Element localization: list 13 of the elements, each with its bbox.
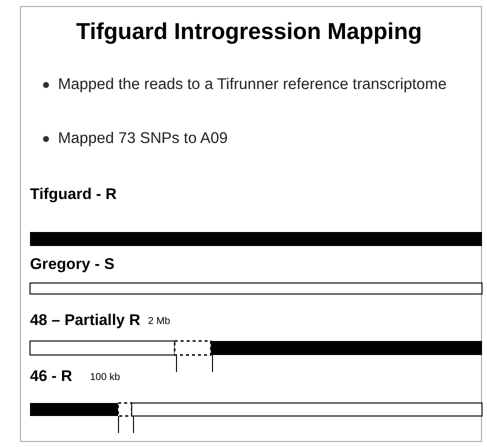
bullet-text: Mapped 73 SNPs to A09 (58, 129, 229, 149)
slide-title: Tifguard Introgression Mapping (75, 18, 423, 45)
chromosome-bar (30, 341, 482, 355)
chromosome-bar (30, 403, 482, 416)
bar-label: 48 – Partially R (30, 312, 140, 330)
bullet-text: Mapped the reads to a Tifrunner reference transcriptome (58, 75, 448, 95)
bar-label: Gregory - S (30, 256, 114, 274)
bar-label: Tifguard - R (30, 186, 117, 204)
chromosome-bar (30, 283, 482, 294)
bar-label: 46 - R (30, 368, 72, 386)
dimension-label: 100 kb (90, 372, 120, 383)
chromosome-bar (30, 232, 482, 246)
dimension-label: 2 Mb (148, 316, 170, 327)
